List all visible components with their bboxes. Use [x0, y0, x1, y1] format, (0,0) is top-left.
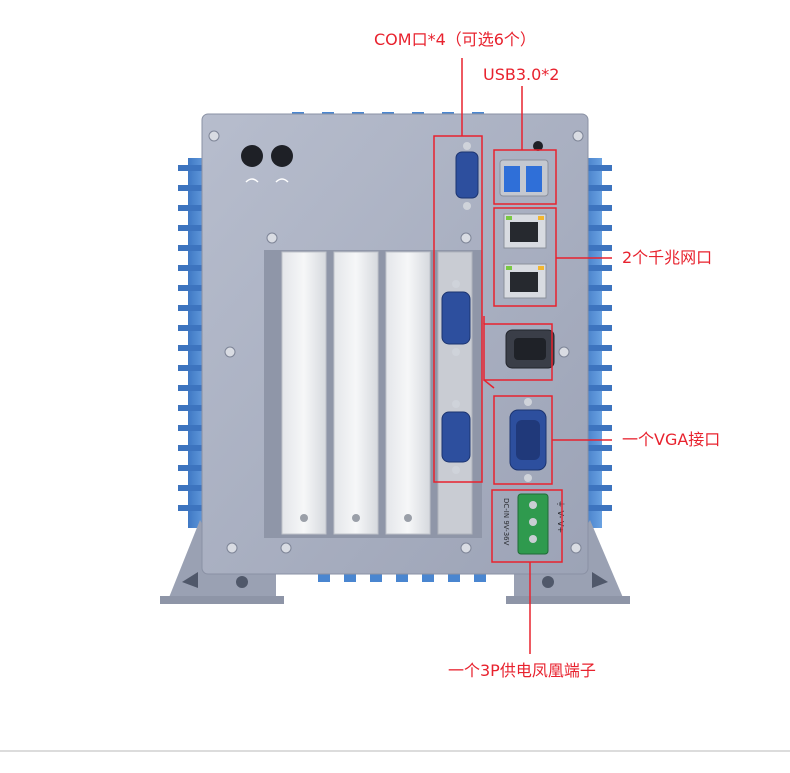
lan-port-2 [503, 263, 547, 299]
power-terminal: DC-IN 9V-36V ⏚ V- V+ [502, 493, 565, 555]
com-leader-3 [483, 379, 495, 389]
divider-line [0, 750, 790, 752]
power-callout-label: 一个3P供电凤凰端子 [448, 661, 596, 680]
com-port-4 [505, 329, 555, 369]
vga-callout-label: 一个VGA接口 [622, 430, 721, 449]
usb3-ports [499, 141, 549, 197]
wifi-antenna-ports [241, 145, 293, 183]
com-callout-box [433, 135, 483, 483]
com-port-3 [441, 400, 471, 474]
usb-callout-label: USB3.0*2 [483, 65, 560, 84]
vga-port [509, 398, 547, 482]
chassis-screws [208, 130, 584, 554]
usb-callout-box [493, 149, 557, 205]
power-terminal-rating: DC-IN 9V-36V [502, 498, 510, 546]
lan-port-1 [503, 213, 547, 249]
bottom-heatsink-fins [318, 572, 486, 582]
lan-callout-label: 2个千兆网口 [622, 248, 713, 267]
com-callout-label: COM口*4（可选6个） [374, 30, 536, 49]
com-port-1 [455, 142, 479, 210]
power-callout-box [491, 489, 563, 563]
lan-callout-box [493, 207, 557, 307]
callout-leaders [461, 58, 612, 654]
com-port-2 [441, 280, 471, 356]
com-callout-box-2 [483, 323, 553, 381]
power-terminal-pins: ⏚ V- V+ [556, 500, 565, 533]
